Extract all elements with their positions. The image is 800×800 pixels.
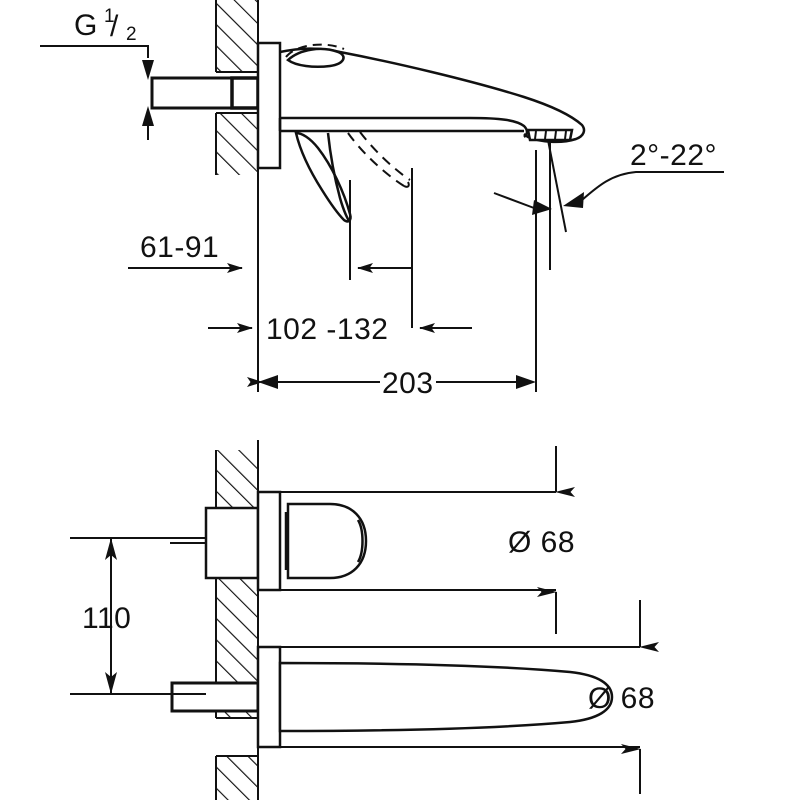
handle-plan-view xyxy=(170,490,556,592)
dimension-projection-range: 102 -132 xyxy=(208,168,472,346)
spout-side-elevation xyxy=(256,41,586,170)
projection-range-label: 102 -132 xyxy=(266,313,388,346)
angle-arrow-right xyxy=(563,192,584,208)
dimension-handle-center-height: 110 xyxy=(70,537,206,695)
thread-label-denominator: 2 xyxy=(126,24,137,45)
aerator-outlet xyxy=(526,128,574,142)
lever-handle xyxy=(294,131,411,223)
dimension-wall-depth: 61-91 xyxy=(128,231,243,273)
thread-label-slash: / xyxy=(110,10,119,43)
leader-arrow-up xyxy=(142,106,154,126)
swivel-angle-label: 2°-22° xyxy=(630,139,717,172)
spout-reach-label: 203 xyxy=(382,367,434,400)
leader-arrow-down xyxy=(142,60,154,80)
wall-depth-label: 61-91 xyxy=(140,231,219,264)
thread-label-numerator: 1 xyxy=(104,6,115,27)
lever-handle-swivel-ghost xyxy=(347,131,411,188)
thread-label-prefix: G xyxy=(74,9,98,42)
spout-plan-view xyxy=(170,645,640,749)
escutcheon-diameter-bottom-label: Ø 68 xyxy=(588,682,655,715)
dimension-escutcheon-diameter-top: Ø 68 xyxy=(508,446,575,634)
swivel-angle-annotation: 2°-22° xyxy=(493,139,724,270)
thread-callout-g-half: G 1 / 2 xyxy=(40,6,154,140)
escutcheon-diameter-top-label: Ø 68 xyxy=(508,526,575,559)
dim-arrow-up xyxy=(105,538,117,560)
inlet-pipe-upper xyxy=(150,76,260,110)
dimension-escutcheon-diameter-bottom: Ø 68 xyxy=(588,600,659,794)
handle-center-height-label: 110 xyxy=(82,602,131,635)
dim-arrow-down xyxy=(105,672,117,694)
dimension-spout-reach: 203 xyxy=(247,150,537,400)
